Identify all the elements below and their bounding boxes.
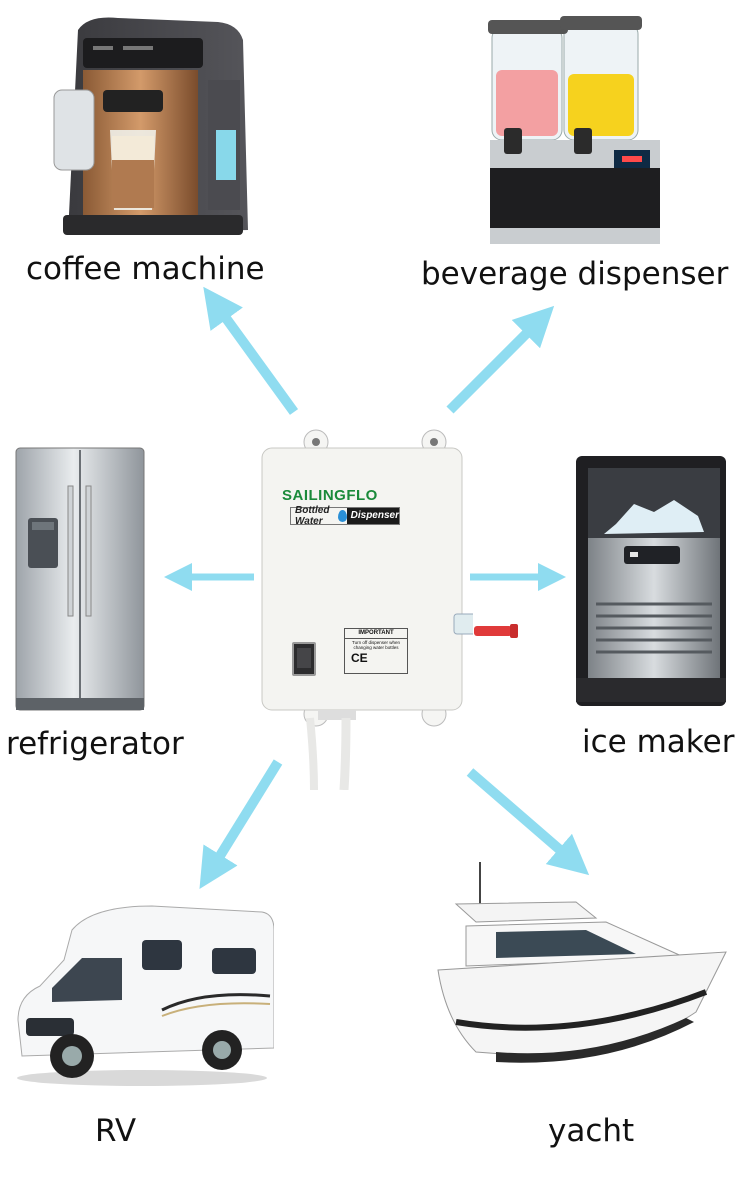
arrow-to-rv (199, 759, 283, 890)
ice-maker-label: ice maker (582, 724, 735, 760)
beverage-dispenser-label: beverage dispenser (421, 256, 729, 292)
product-brand: SAILINGFLO (282, 487, 378, 504)
notice-text: Turn off dispenser when changing water b… (351, 640, 401, 650)
product-label-band: Bottled Water Dispenser (290, 505, 400, 527)
product-label-right: Dispenser (346, 508, 399, 524)
product-label-left: Bottled Water (295, 505, 330, 527)
yacht-label: yacht (548, 1113, 635, 1149)
arrow-to-coffee-machine (203, 286, 299, 415)
water-drop-icon (337, 510, 347, 522)
outlet-tip (510, 624, 518, 638)
arrow-to-yacht (466, 768, 590, 876)
refrigerator-image (14, 446, 146, 712)
notice-title: IMPORTANT (345, 629, 407, 639)
rv-label: RV (95, 1113, 137, 1149)
water-dispenser-pump-image (258, 428, 473, 790)
power-switch (292, 642, 316, 676)
yacht-image (436, 862, 731, 1074)
coffee-machine-image (48, 10, 263, 246)
important-notice: IMPORTANT Turn off dispenser when changi… (344, 628, 408, 674)
rv-image (12, 900, 274, 1086)
arrow-to-beverage-dispenser (446, 305, 555, 414)
beverage-dispenser-image (482, 10, 667, 255)
ice-maker-image (574, 454, 729, 712)
outlet-fitting (474, 626, 512, 636)
ce-mark: CE (351, 651, 368, 665)
refrigerator-label: refrigerator (6, 726, 184, 762)
coffee-machine-label: coffee machine (26, 251, 265, 287)
